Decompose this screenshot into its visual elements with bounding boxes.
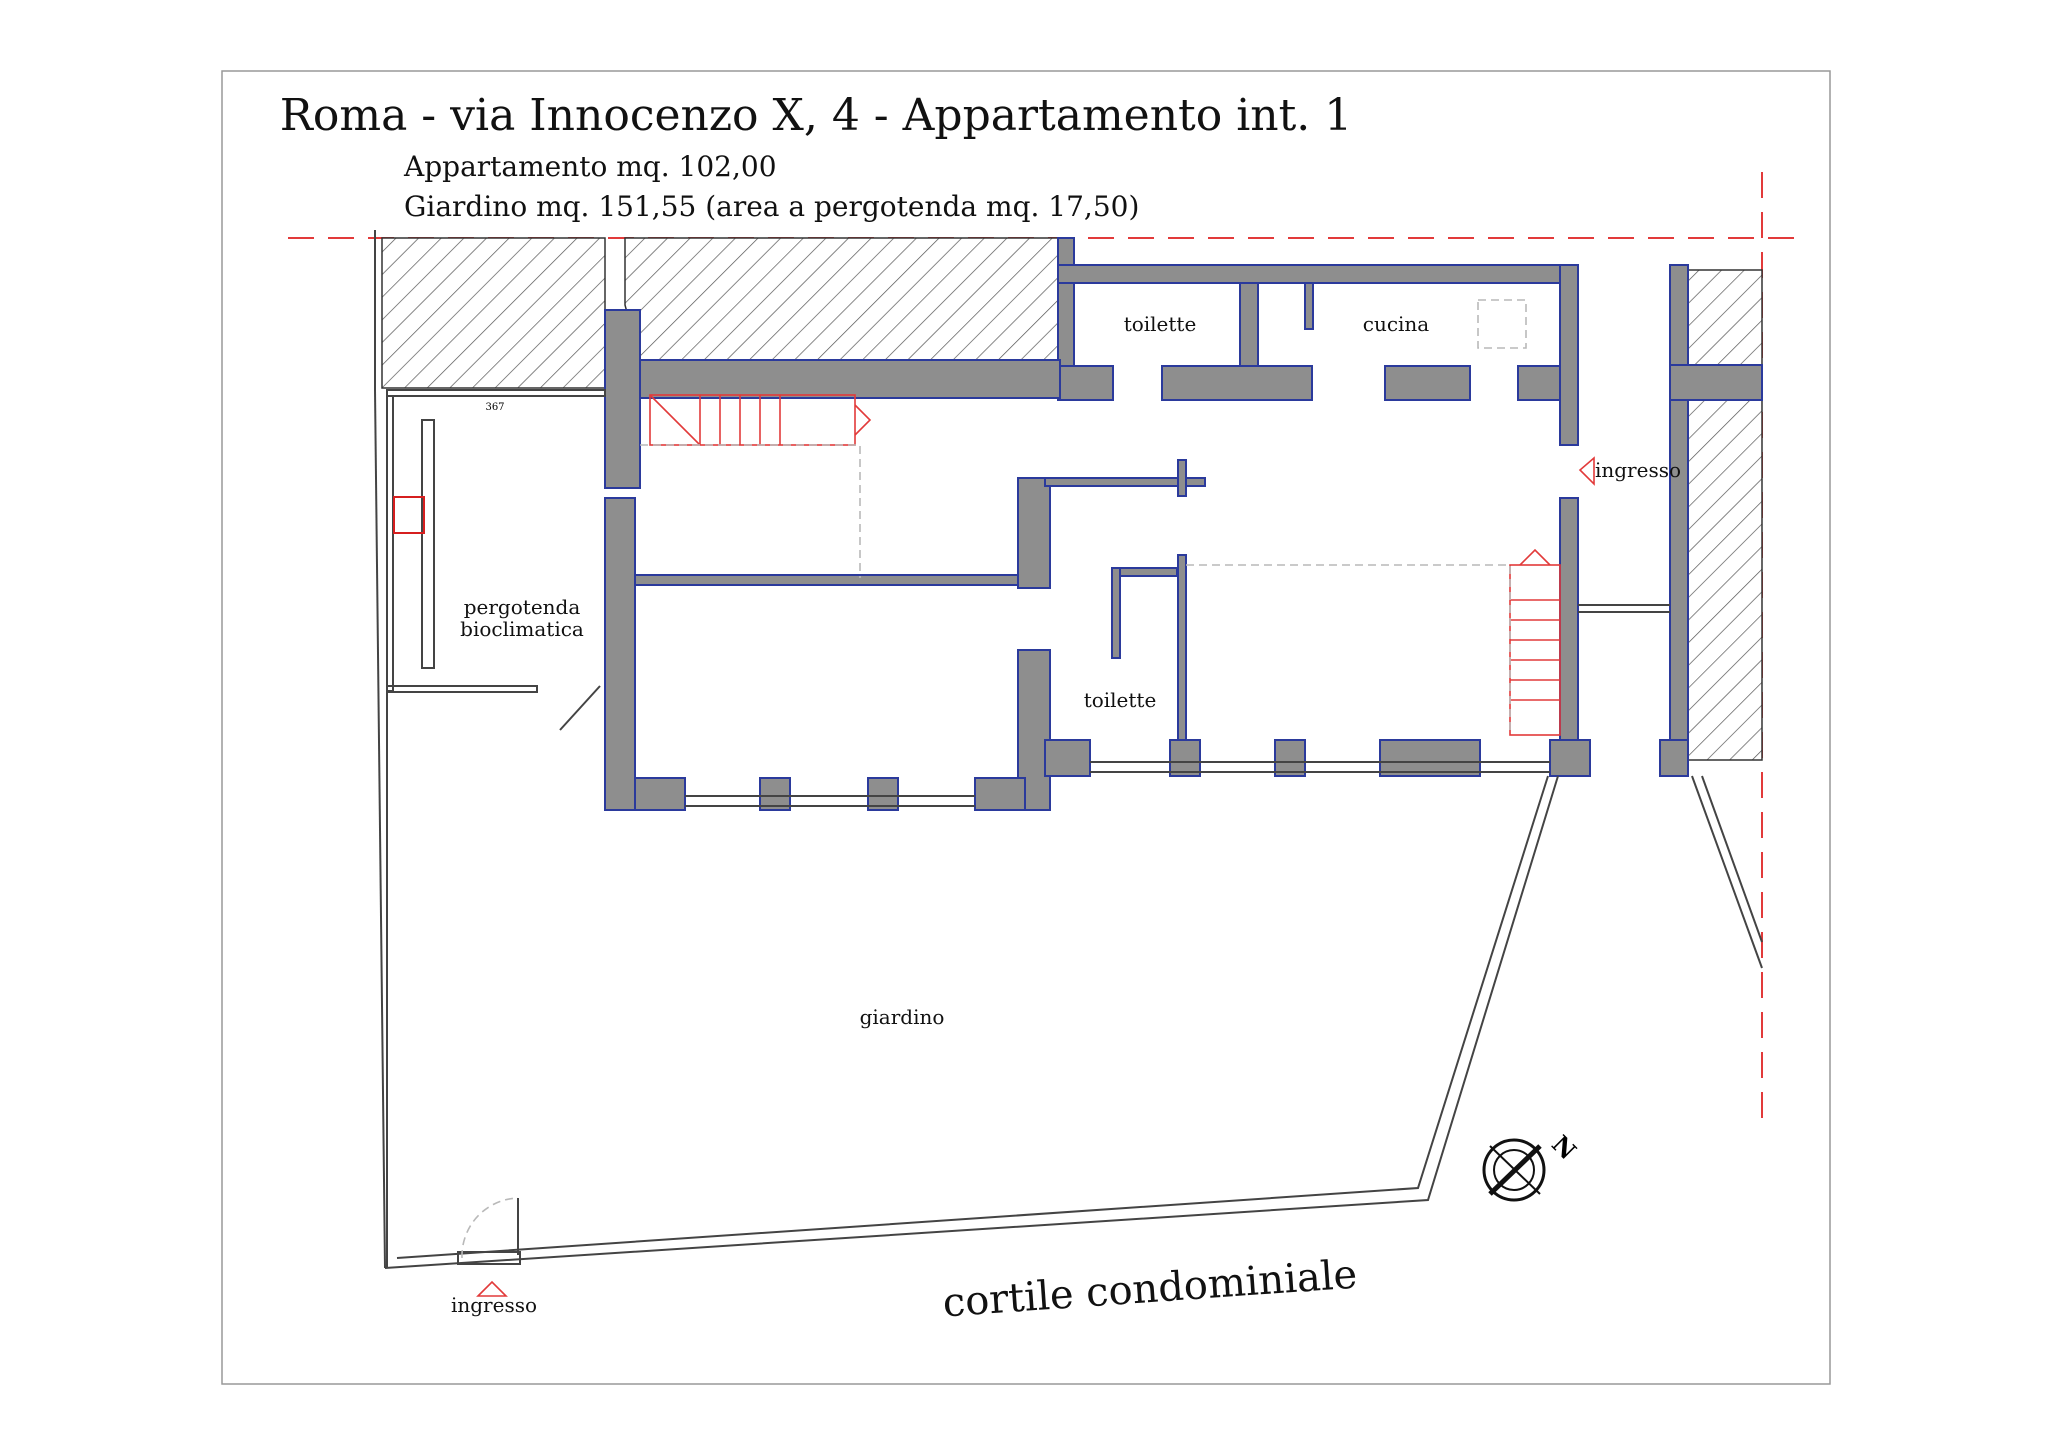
pergola-structure: 367 <box>386 389 606 731</box>
garden-perimeter <box>374 230 1763 1269</box>
label-ingresso-bottom: ingresso <box>451 1293 537 1317</box>
garden-area: Giardino mq. 151,55 (area a pergotenda m… <box>404 190 1139 223</box>
hatched-area-top-left <box>381 237 606 389</box>
label-bioclimatica: bioclimatica <box>460 617 584 641</box>
north-compass-icon: N <box>1482 1129 1582 1202</box>
hatched-area-top-center <box>624 237 1059 361</box>
staircase-lower <box>1509 548 1561 736</box>
hatched-area-right-top <box>1687 269 1763 366</box>
overhead-dashed-upper <box>640 444 861 578</box>
garden-gate <box>457 1197 521 1265</box>
label-cucina: cucina <box>1363 312 1430 336</box>
overhead-dashed-lower <box>1186 564 1511 735</box>
sheet-frame <box>221 70 1831 1385</box>
window-sills <box>685 604 1670 807</box>
label-pergotenda: pergotenda <box>464 595 581 619</box>
label-giardino: giardino <box>860 1005 945 1029</box>
apartment-area: Appartamento mq. 102,00 <box>403 150 777 183</box>
staircase-upper <box>649 394 872 446</box>
entrance-marker-right <box>1578 456 1595 486</box>
courtyard-label: cortile condominiale <box>941 1252 1358 1327</box>
label-toilette-mid: toilette <box>1084 688 1157 712</box>
kitchen-appliance <box>1477 299 1527 349</box>
entrance-marker-bottom <box>476 1280 508 1297</box>
hatched-area-right <box>1687 399 1763 761</box>
label-toilette-top: toilette <box>1124 312 1197 336</box>
dimension-label: 367 <box>485 402 504 413</box>
label-ingresso-right: ingresso <box>1595 458 1681 482</box>
compass-label: N <box>1546 1129 1582 1165</box>
page-title: Roma - via Innocenzo X, 4 - Appartamento… <box>280 90 1353 141</box>
apartment-walls <box>604 237 1763 811</box>
